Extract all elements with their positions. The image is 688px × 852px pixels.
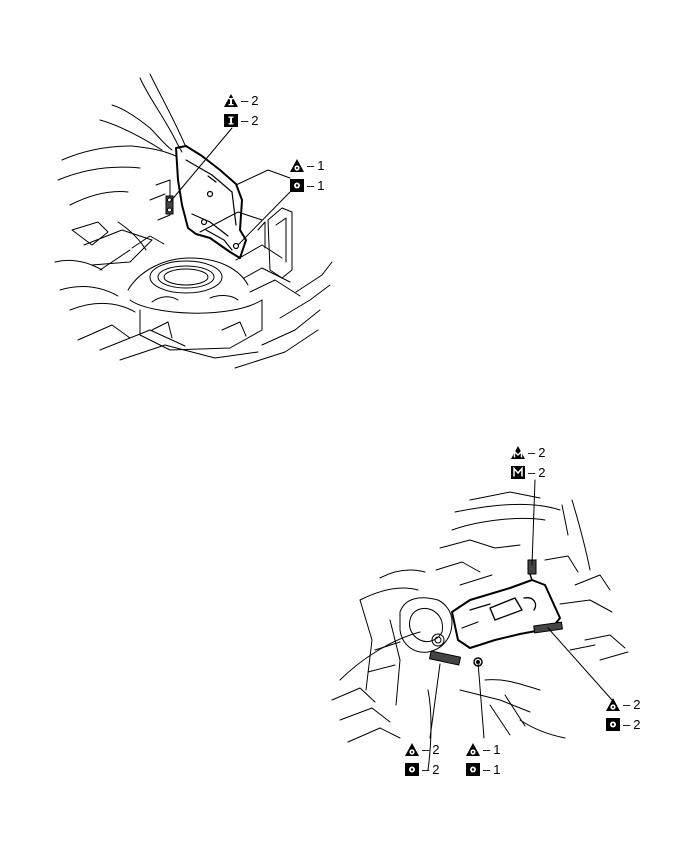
triangle-circle-icon (290, 159, 304, 172)
bottom-bracket (451, 559, 561, 649)
dash-label: – (307, 158, 315, 173)
callout-top-triangle-I: – 2 (224, 93, 258, 108)
callout-top-square-I: – 2 (224, 113, 258, 128)
callout-top-triangle-circle: – 1 (290, 158, 324, 173)
callout-value: 2 (432, 742, 440, 757)
callout-value: 2 (538, 465, 546, 480)
dash-label: – (483, 762, 491, 777)
square-I-icon (224, 114, 238, 127)
dash-label: – (483, 742, 491, 757)
callout-value: 2 (633, 717, 641, 732)
dash-label: – (307, 178, 315, 193)
dash-label: – (241, 93, 249, 108)
callout-bottom-center-triangle-circle: – 1 (466, 742, 500, 757)
bottom-bolts (428, 479, 613, 739)
callout-value: 2 (251, 93, 259, 108)
callout-bottom-right-square-circle: – 2 (606, 717, 640, 732)
callout-value: 2 (432, 762, 440, 777)
dash-label: – (623, 717, 631, 732)
triangle-M-icon (511, 446, 525, 459)
top-body-structure (54, 73, 333, 369)
triangle-circle-icon (606, 698, 620, 711)
callout-bottom-right-triangle-circle: – 2 (606, 697, 640, 712)
callout-value: 1 (317, 158, 325, 173)
top-bolts (165, 127, 291, 246)
callout-bottom-center-square-circle: – 1 (466, 762, 500, 777)
dash-label: – (422, 742, 430, 757)
bottom-body-structure (331, 491, 629, 771)
square-circle-icon (466, 763, 480, 776)
callout-bottom-left-triangle-circle: – 2 (405, 742, 439, 757)
square-circle-icon (290, 179, 304, 192)
callout-value: 2 (538, 445, 546, 460)
dash-label: – (528, 465, 536, 480)
callout-value: 1 (317, 178, 325, 193)
callout-bottom-left-square-circle: – 2 (405, 762, 439, 777)
dash-label: – (528, 445, 536, 460)
dash-label: – (422, 762, 430, 777)
callout-top-square-circle: – 1 (290, 178, 324, 193)
square-circle-icon (405, 763, 419, 776)
dash-label: – (623, 697, 631, 712)
triangle-circle-icon (466, 743, 480, 756)
callout-value: 1 (493, 762, 501, 777)
dash-label: – (241, 113, 249, 128)
callout-value: 1 (493, 742, 501, 757)
callout-value: 2 (633, 697, 641, 712)
callout-bottom-square-M: – 2 (511, 465, 545, 480)
callout-bottom-triangle-M: – 2 (511, 445, 545, 460)
square-circle-icon (606, 718, 620, 731)
triangle-I-icon (224, 94, 238, 107)
square-M-icon (511, 466, 525, 479)
callout-value: 2 (251, 113, 259, 128)
top-bracket (175, 145, 247, 259)
triangle-circle-icon (405, 743, 419, 756)
